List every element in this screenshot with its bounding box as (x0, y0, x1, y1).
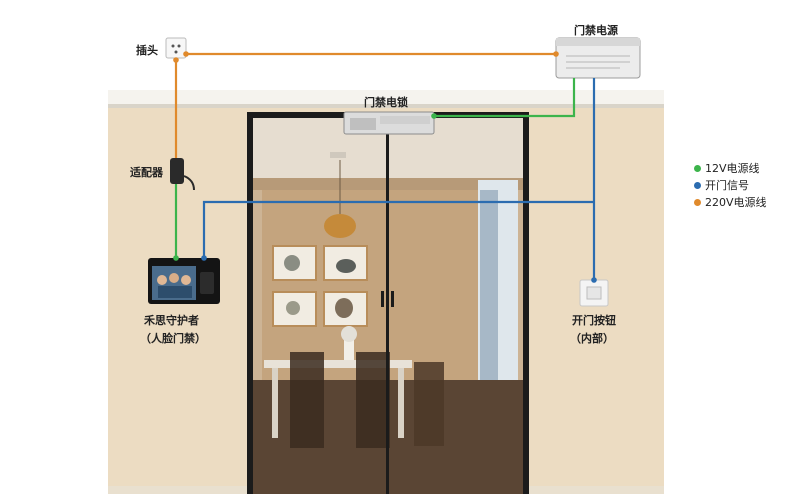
legend-label: 开门信号 (705, 179, 749, 192)
outlet-socket (165, 37, 187, 59)
door-seam (386, 118, 389, 494)
outlet-label: 插头 (136, 44, 158, 57)
pendant-lamp (324, 214, 356, 238)
legend-item-220v: 220V电源线 (694, 194, 767, 210)
power-adapter (170, 158, 184, 184)
wire-signal (202, 78, 596, 280)
door-handle-left (381, 291, 384, 307)
legend-item-12v: 12V电源线 (694, 160, 760, 176)
wire-12v (174, 78, 576, 258)
legend-label: 220V电源线 (705, 196, 767, 209)
chair-2 (356, 352, 390, 448)
chair-3 (414, 362, 444, 446)
device-name-label: 禾思守护者 (144, 314, 199, 327)
door-handle-right (391, 291, 394, 307)
dining-table (264, 360, 412, 368)
exit-button-sub-label: （内部） (570, 332, 614, 345)
curtain (480, 190, 498, 400)
legend-item-signal: 开门信号 (694, 177, 749, 193)
adapter-label: 适配器 (130, 166, 163, 179)
exit-button-label: 开门按钮 (572, 314, 616, 327)
device-sub-label: （人脸门禁） (140, 332, 206, 345)
green-dot-icon (694, 164, 701, 172)
orange-dot-icon (694, 198, 701, 206)
ceiling-molding (108, 90, 664, 106)
access-power-label: 门禁电源 (574, 24, 618, 37)
chair-1 (290, 352, 324, 448)
blue-dot-icon (694, 181, 701, 189)
wall-art-2 (323, 245, 368, 281)
legend-label: 12V电源线 (705, 162, 760, 175)
wire-220v (174, 52, 556, 158)
electric-lock-label: 门禁电锁 (364, 96, 408, 109)
